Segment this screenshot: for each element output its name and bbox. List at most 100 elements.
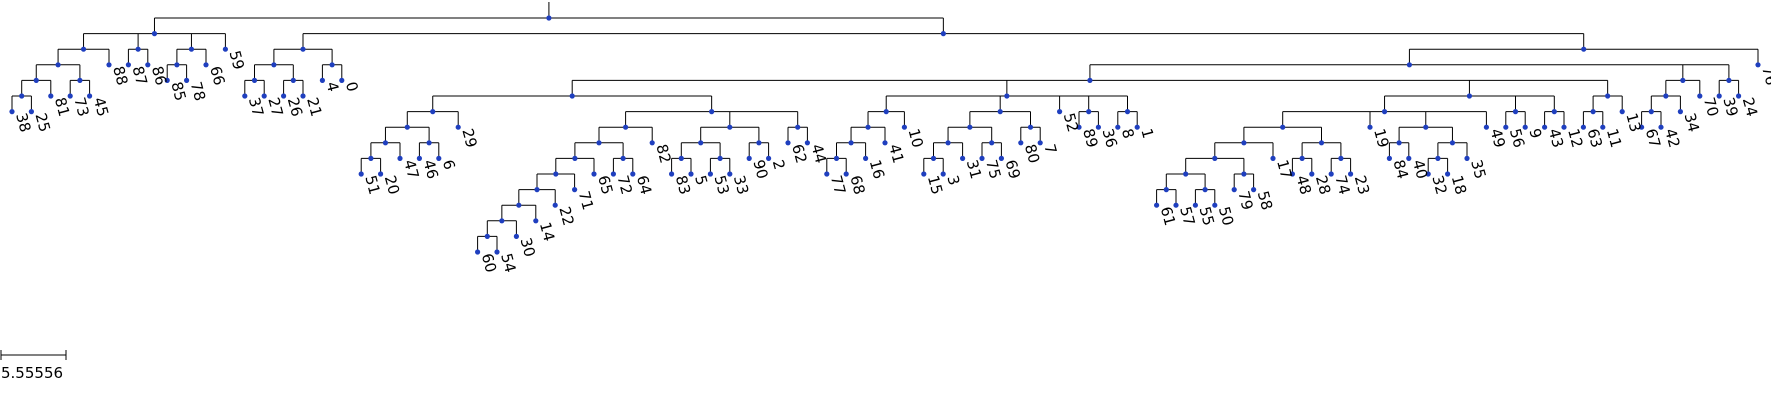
leaf-label-81: 81 bbox=[51, 95, 73, 118]
internal-node bbox=[1280, 124, 1286, 130]
leaf-node-0 bbox=[339, 77, 345, 83]
leaf-node-85 bbox=[164, 77, 170, 83]
internal-node bbox=[1202, 187, 1208, 193]
leaf-label-44: 44 bbox=[808, 142, 830, 165]
internal-node bbox=[1086, 109, 1092, 115]
tree-edges bbox=[11, 2, 1759, 252]
internal-node bbox=[620, 155, 626, 161]
leaf-node-2 bbox=[766, 155, 772, 161]
leaf-node-67 bbox=[1639, 124, 1645, 130]
leaf-node-49 bbox=[1483, 124, 1489, 130]
leaf-label-80: 80 bbox=[1021, 142, 1043, 165]
leaf-label-86: 86 bbox=[148, 64, 170, 87]
internal-node bbox=[1381, 109, 1388, 115]
leaf-label-53: 53 bbox=[711, 173, 733, 196]
leaf-node-6 bbox=[436, 155, 442, 161]
internal-node bbox=[1726, 77, 1732, 83]
leaf-label-11: 11 bbox=[1603, 127, 1625, 150]
leaf-label-85: 85 bbox=[167, 80, 189, 103]
leaf-node-48 bbox=[1289, 171, 1295, 177]
leaf-label-51: 51 bbox=[361, 173, 383, 196]
leaf-label-42: 42 bbox=[1661, 127, 1683, 150]
leaf-node-77 bbox=[824, 171, 830, 177]
leaf-label-62: 62 bbox=[788, 142, 810, 165]
leaf-label-57: 57 bbox=[1176, 205, 1198, 228]
leaf-node-68 bbox=[843, 171, 849, 177]
internal-node bbox=[1396, 140, 1402, 146]
leaf-label-10: 10 bbox=[905, 127, 927, 150]
internal-node bbox=[623, 124, 629, 130]
internal-node bbox=[1338, 155, 1344, 161]
leaf-node-20 bbox=[378, 171, 384, 177]
leaf-label-14: 14 bbox=[536, 220, 558, 243]
internal-node bbox=[883, 109, 889, 115]
leaf-node-16 bbox=[863, 155, 869, 161]
internal-node bbox=[19, 93, 25, 99]
leaf-label-15: 15 bbox=[924, 173, 946, 196]
leaf-node-84 bbox=[1386, 155, 1392, 161]
leaf-label-40: 40 bbox=[1409, 158, 1431, 181]
leaf-node-74 bbox=[1328, 171, 1334, 177]
internal-node bbox=[727, 124, 733, 130]
leaf-label-12: 12 bbox=[1564, 127, 1586, 150]
leaf-label-78: 78 bbox=[187, 80, 209, 103]
internal-node bbox=[1680, 77, 1686, 83]
leaf-node-78 bbox=[184, 77, 190, 83]
leaf-node-63 bbox=[1580, 124, 1586, 130]
internal-node bbox=[55, 62, 61, 68]
leaf-node-21 bbox=[300, 93, 306, 99]
leaf-label-71: 71 bbox=[575, 189, 597, 212]
leaf-node-56 bbox=[1503, 124, 1509, 130]
leaf-label-67: 67 bbox=[1642, 127, 1664, 150]
internal-node bbox=[404, 124, 410, 130]
internal-node bbox=[1299, 155, 1305, 161]
internal-node bbox=[1406, 62, 1413, 68]
leaf-node-17 bbox=[1270, 155, 1276, 161]
internal-node bbox=[534, 187, 540, 193]
leaf-node-61 bbox=[1154, 202, 1160, 208]
leaf-node-55 bbox=[1192, 202, 1198, 208]
leaf-node-27 bbox=[261, 93, 267, 99]
leaf-node-23 bbox=[1348, 171, 1354, 177]
leaf-label-37: 37 bbox=[245, 95, 267, 118]
leaf-node-30 bbox=[513, 233, 520, 239]
leaf-label-55: 55 bbox=[1196, 205, 1218, 228]
leaf-node-9 bbox=[1522, 124, 1528, 130]
leaf-label-5: 5 bbox=[691, 173, 711, 187]
leaf-label-54: 54 bbox=[497, 251, 519, 274]
internal-node bbox=[426, 140, 432, 146]
leaf-node-36 bbox=[1095, 124, 1101, 130]
leaf-label-59: 59 bbox=[226, 49, 248, 72]
leaf-label-50: 50 bbox=[1215, 205, 1237, 228]
internal-node bbox=[989, 140, 995, 146]
internal-node bbox=[553, 171, 559, 177]
leaf-label-38: 38 bbox=[12, 111, 34, 134]
tree-nodes bbox=[9, 15, 1761, 255]
internal-node bbox=[290, 77, 296, 83]
leaf-node-34 bbox=[1677, 109, 1683, 115]
leaf-label-84: 84 bbox=[1390, 158, 1412, 181]
leaf-node-71 bbox=[572, 187, 578, 193]
internal-node bbox=[1590, 109, 1596, 115]
leaf-label-21: 21 bbox=[303, 95, 325, 118]
internal-node bbox=[678, 155, 684, 161]
leaf-node-53 bbox=[707, 171, 714, 177]
leaf-label-17: 17 bbox=[1273, 158, 1295, 181]
internal-node bbox=[77, 77, 83, 83]
scale-bar: 5.55556 bbox=[0, 350, 67, 382]
leaf-node-76 bbox=[1755, 62, 1761, 68]
leaf-label-8: 8 bbox=[1118, 127, 1138, 141]
leaf-node-65 bbox=[591, 171, 597, 177]
leaf-label-18: 18 bbox=[1448, 173, 1470, 196]
leaf-node-87 bbox=[125, 62, 131, 68]
leaf-node-33 bbox=[727, 171, 733, 177]
leaf-label-29: 29 bbox=[458, 127, 480, 150]
leaf-label-58: 58 bbox=[1254, 189, 1276, 212]
leaf-node-28 bbox=[1309, 171, 1315, 177]
leaf-label-19: 19 bbox=[1370, 127, 1392, 150]
internal-node bbox=[1648, 109, 1654, 115]
leaf-node-12 bbox=[1561, 124, 1567, 130]
leaf-node-52 bbox=[1057, 109, 1063, 115]
leaf-label-32: 32 bbox=[1428, 173, 1450, 196]
leaf-node-89 bbox=[1076, 124, 1082, 130]
